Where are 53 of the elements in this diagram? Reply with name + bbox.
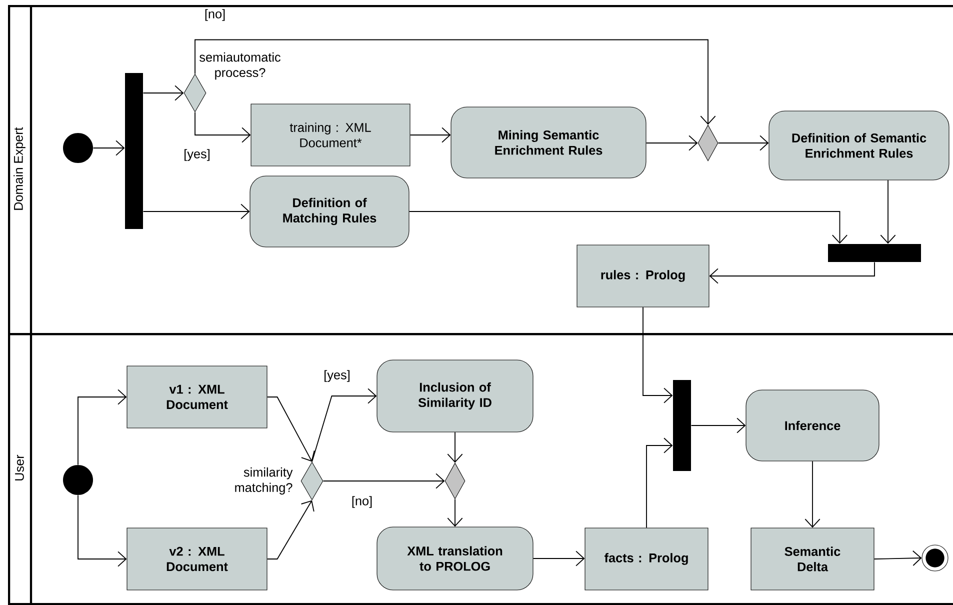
decision-diamond: [300, 462, 324, 500]
object-box: facts : Prolog: [584, 528, 708, 590]
action-box: Mining Semantic Enrichment Rules: [450, 106, 646, 178]
edge-label: [no]: [350, 494, 374, 510]
decision-diamond: [444, 462, 466, 500]
final-node: [922, 544, 948, 572]
arrow: [78, 389, 127, 466]
object-box: v1 : XML Document: [126, 366, 268, 428]
action-box: Definition of Semantic Enrichment Rules: [768, 110, 950, 180]
fork-bar: [673, 380, 691, 471]
arrow: [447, 498, 463, 527]
action-box: XML translation to PROLOG: [376, 526, 534, 590]
arrow: [532, 550, 585, 566]
decision-diamond: [698, 124, 718, 162]
arrow: [142, 85, 184, 101]
arrow: [690, 418, 746, 434]
arrow: [410, 127, 451, 143]
arrow: [874, 550, 922, 566]
object-box: v2 : XML Document: [126, 528, 268, 590]
arrow: [142, 204, 250, 220]
arrow: [194, 112, 251, 143]
edge-label: [no]: [203, 8, 227, 22]
object-box: Semantic Delta: [750, 528, 874, 590]
arrow: [642, 306, 673, 404]
arrow: [408, 211, 848, 244]
initial-node: [63, 133, 93, 163]
fork-bar: [828, 244, 921, 262]
condition-label: semiautomatic process?: [200, 52, 280, 80]
arrow: [718, 135, 769, 151]
arrow: [804, 460, 820, 528]
initial-node: [63, 465, 93, 495]
arrow: [447, 432, 463, 463]
arrow: [266, 500, 314, 560]
edge-label: [yes]: [182, 148, 212, 162]
condition-label: similarity matching?: [235, 467, 293, 495]
arrow: [312, 388, 377, 462]
arrow: [78, 494, 127, 567]
object-box: rules : Prolog: [576, 244, 710, 308]
action-box: Inclusion of Similarity ID: [376, 360, 534, 432]
arrow: [92, 140, 125, 156]
object-box: training : XML Document*: [250, 104, 410, 166]
arrow: [646, 135, 698, 151]
arrow: [880, 180, 896, 244]
action-box: Definition of Matching Rules: [250, 176, 410, 248]
decision-diamond: [184, 74, 206, 112]
edge-label: [yes]: [322, 368, 352, 384]
fork-bar: [125, 73, 143, 229]
arrow: [266, 396, 315, 462]
arrow: [322, 473, 445, 489]
arrow: [646, 438, 673, 528]
arrow: [709, 262, 875, 284]
arrow: [194, 39, 716, 125]
action-box: Inference: [746, 390, 880, 462]
